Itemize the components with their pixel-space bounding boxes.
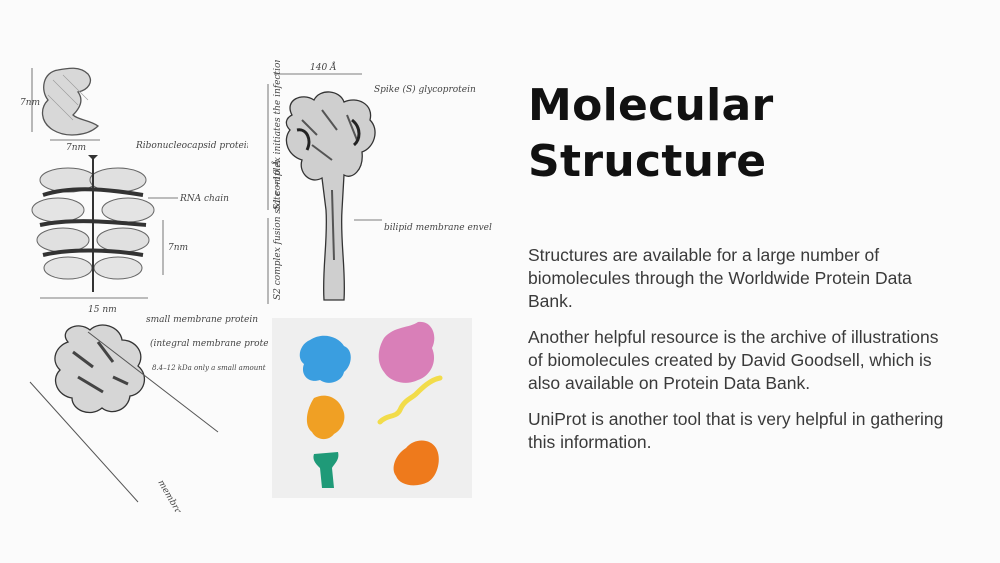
rna-chain-label: RNA chain bbox=[179, 194, 229, 204]
dim-top-left-label: 7nm bbox=[20, 98, 40, 108]
pink-protein-blob bbox=[378, 321, 435, 383]
membrane-protein-shape bbox=[54, 324, 146, 414]
paragraph-goodsell: Another helpful resource is the archive … bbox=[528, 327, 939, 393]
spike-sketch: 140 Å Spike (S) glycoprotein S1 complex … bbox=[262, 60, 492, 310]
paragraph-uniprot: UniProt is another tool that is very hel… bbox=[528, 409, 944, 452]
title-line-2: Structure bbox=[528, 136, 767, 187]
dim-top-label: 7nm bbox=[66, 143, 86, 153]
nucleocapsid-body-shape bbox=[31, 155, 155, 292]
spike-membrane-label: bilipid membrane envelope bbox=[384, 223, 492, 233]
paragraph-pdb: Structures are available for a large num… bbox=[528, 245, 912, 311]
s2-complex-label: S2 complex fusion state ~10 Å bbox=[271, 160, 283, 300]
membrane-protein-label3: 8.4–12 kDa only a small amount is presen… bbox=[152, 364, 268, 372]
dim-bottom-label: 15 nm bbox=[88, 305, 117, 315]
membrane-protein-label2: (integral membrane protein) bbox=[150, 338, 268, 349]
orange-protein-blob bbox=[306, 395, 345, 440]
s1-complex-label: S1 complex initiates the infection 140 Å bbox=[271, 60, 283, 210]
nucleocapsid-sketch: 7nm 7nm Ribonucleocapsid protein bbox=[18, 60, 248, 320]
slide-body: Structures are available for a large num… bbox=[528, 244, 948, 467]
title-line-1: Molecular bbox=[528, 80, 774, 131]
sketch-illustrations: 7nm 7nm Ribonucleocapsid protein bbox=[18, 60, 492, 512]
membrane-envelope-label: membrane envelope bbox=[155, 479, 210, 513]
dim-right-label: 7nm bbox=[168, 243, 188, 253]
blue-protein-blob bbox=[299, 335, 351, 383]
nucleocapsid-label: Ribonucleocapsid protein bbox=[135, 141, 248, 151]
slide-title: Molecular Structure bbox=[528, 78, 968, 190]
teal-protein-blob bbox=[313, 452, 339, 488]
spike-shape bbox=[285, 91, 376, 301]
membrane-protein-label1: small membrane protein bbox=[146, 315, 258, 325]
spike-name-label: Spike (S) glycoprotein bbox=[374, 84, 476, 95]
goodsell-illustration-panel bbox=[272, 318, 472, 498]
membrane-protein-sketch: small membrane protein (integral membran… bbox=[28, 312, 268, 512]
orange-protein-blob-2 bbox=[393, 440, 439, 486]
spike-width-label: 140 Å bbox=[310, 61, 337, 73]
yellow-chain-blob bbox=[377, 375, 443, 425]
